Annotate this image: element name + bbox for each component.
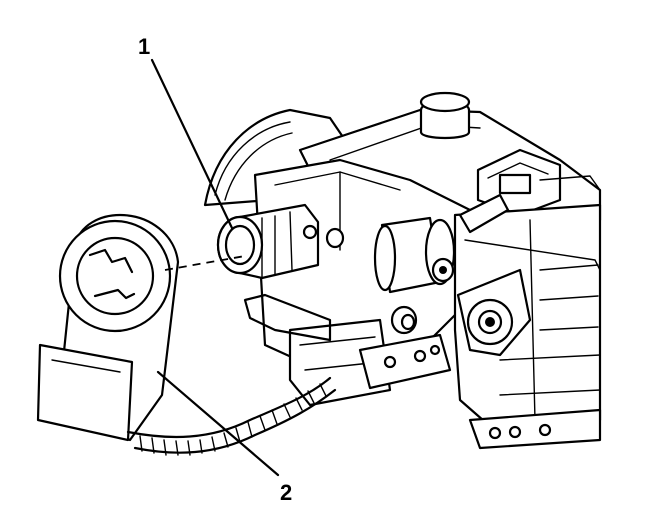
callout-1-label: 1 — [138, 34, 150, 59]
callout-2-label: 2 — [280, 480, 292, 505]
sensor-plate-component — [36, 213, 337, 456]
steering-column-assembly — [203, 91, 602, 450]
callout-2: 2 — [156, 370, 292, 505]
callout-1: 1 — [138, 34, 234, 230]
